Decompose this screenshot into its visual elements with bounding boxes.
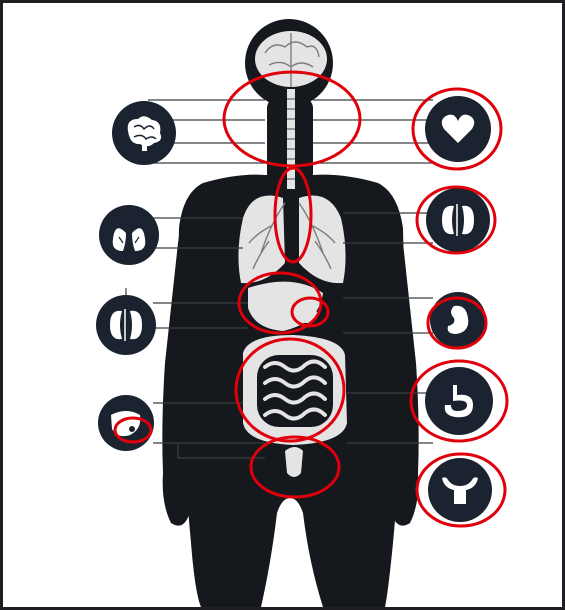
bladder — [285, 447, 303, 477]
anatomy-diagram — [3, 3, 562, 607]
left-badge-brain — [112, 101, 176, 165]
right-badge-stomach — [425, 367, 493, 435]
right-badge-uterus — [428, 458, 492, 522]
small-intestine — [257, 355, 333, 427]
badge-circle — [426, 188, 490, 252]
left-badge-lungs — [99, 205, 159, 265]
spinal-cord — [287, 89, 295, 189]
badge-circle — [99, 205, 159, 265]
badge-circle — [425, 367, 493, 435]
left-badge-kidneys — [96, 295, 156, 355]
brain — [255, 31, 327, 87]
badge-circle — [96, 295, 156, 355]
right-badge-heart — [425, 96, 491, 162]
right-badge-kidneys — [426, 188, 490, 252]
